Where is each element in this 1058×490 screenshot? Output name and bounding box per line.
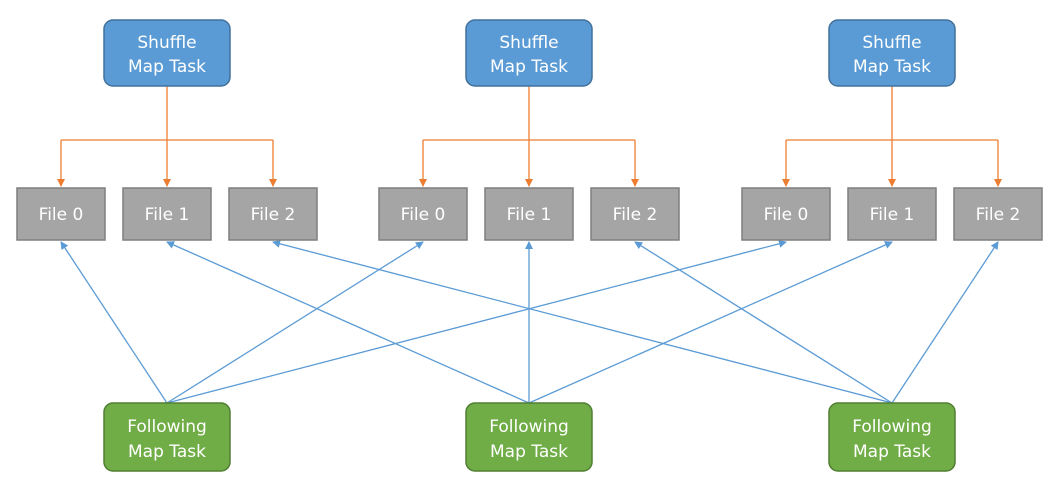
file-box-g1-1: File 1: [484, 187, 574, 241]
edges-layer: [57, 86, 1002, 404]
shuffle-map-task-line2: Map Task: [490, 57, 568, 77]
file-label: File 0: [764, 205, 809, 225]
file-label: File 0: [401, 205, 446, 225]
file-label: File 2: [613, 205, 658, 225]
file-label: File 1: [507, 205, 552, 225]
file-box-g1-2: File 2: [590, 187, 680, 241]
read-arrow: [166, 241, 424, 404]
file-box-g0-1: File 1: [122, 187, 212, 241]
read-arrow: [891, 241, 999, 404]
following-map-task-line2: Map Task: [853, 442, 931, 462]
following-map-task-line1: Following: [852, 417, 932, 437]
file-box-g1-0: File 0: [378, 187, 468, 241]
file-box-g0-2: File 2: [228, 187, 318, 241]
read-arrow: [60, 241, 168, 404]
read-arrow: [166, 241, 530, 404]
read-arrow: [528, 241, 893, 404]
read-arrow: [166, 239, 787, 404]
following-map-task-line1: Following: [127, 417, 207, 437]
file-label: File 0: [39, 205, 84, 225]
shuffle-map-task-line1: Shuffle: [499, 33, 558, 53]
shuffle-map-task-line1: Shuffle: [862, 33, 921, 53]
read-arrow: [634, 241, 893, 404]
file-label: File 2: [251, 205, 296, 225]
following-map-task-1: Following Map Task: [465, 402, 593, 472]
file-label: File 2: [976, 205, 1021, 225]
file-label: File 1: [145, 205, 190, 225]
shuffle-map-task-line2: Map Task: [128, 57, 206, 77]
shuffle-map-task-line2: Map Task: [853, 57, 931, 77]
shuffle-map-task-0: Shuffle Map Task: [103, 19, 231, 87]
file-label: File 1: [870, 205, 915, 225]
following-map-task-line2: Map Task: [490, 442, 568, 462]
shuffle-map-task-line1: Shuffle: [137, 33, 196, 53]
shuffle-map-task-1: Shuffle Map Task: [465, 19, 593, 87]
following-map-task-2: Following Map Task: [828, 402, 956, 472]
following-map-task-0: Following Map Task: [103, 402, 231, 472]
shuffle-map-task-2: Shuffle Map Task: [828, 19, 956, 87]
file-box-g2-1: File 1: [847, 187, 937, 241]
file-box-g0-0: File 0: [16, 187, 106, 241]
following-map-task-line1: Following: [489, 417, 569, 437]
read-arrow: [272, 239, 893, 404]
file-box-g2-2: File 2: [953, 187, 1043, 241]
following-map-task-line2: Map Task: [128, 442, 206, 462]
file-box-g2-0: File 0: [741, 187, 831, 241]
